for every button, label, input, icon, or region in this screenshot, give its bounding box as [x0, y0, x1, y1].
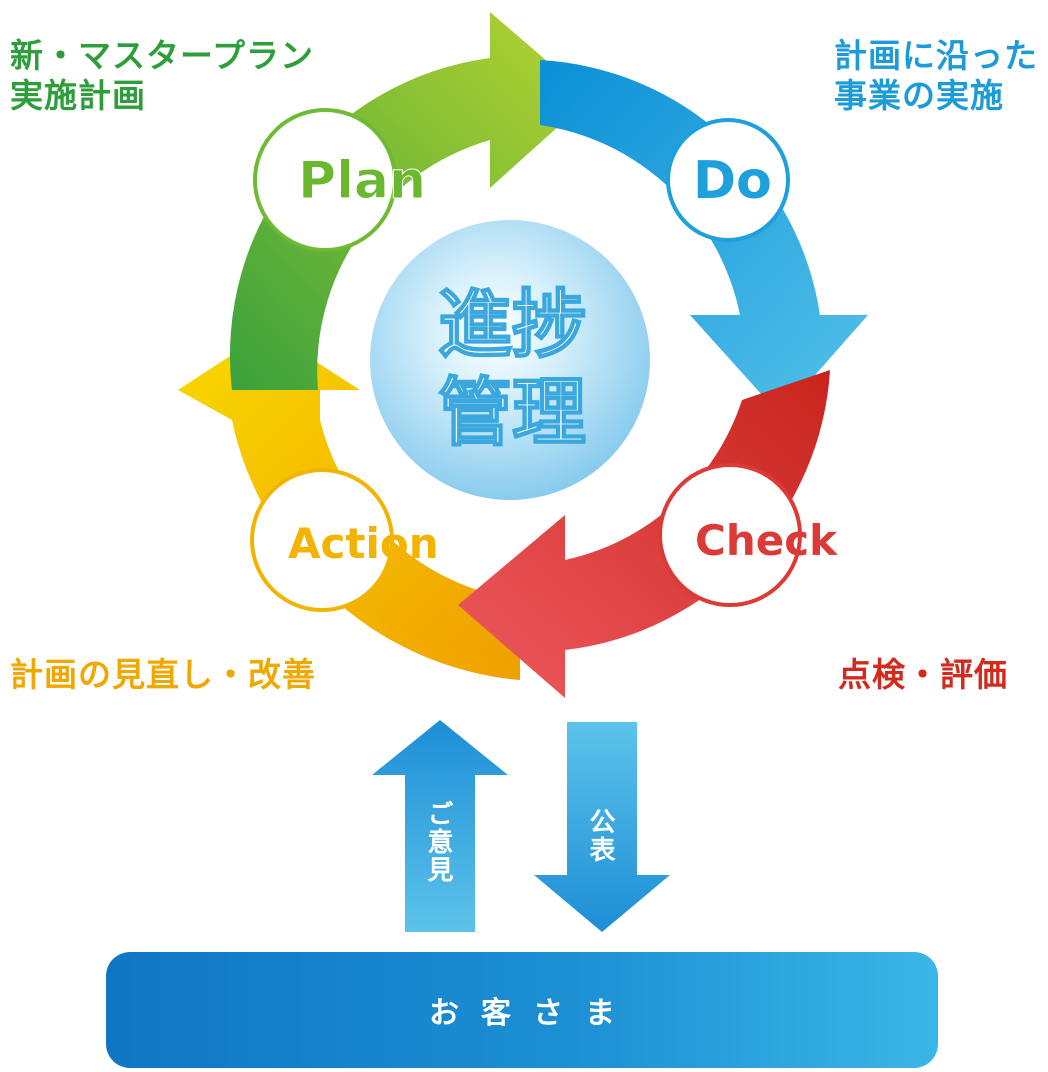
plan-description-line1: 新・マスタープラン — [10, 36, 315, 75]
plan-description-line2: 実施計画 — [10, 76, 146, 115]
center-title-line2: 管理 — [438, 370, 586, 456]
publish-label: 公表 — [585, 808, 615, 864]
do-badge — [666, 118, 790, 242]
action-label: Action — [288, 519, 439, 568]
action-description: 計画の見直し・改善 — [10, 655, 316, 695]
do-arrow — [540, 60, 868, 415]
do-description-line1: 計画に沿った — [834, 36, 1038, 75]
check-description-line1: 点検・評価 — [838, 655, 1008, 694]
opinion-label: ご意見 — [423, 800, 453, 884]
center-title-line1: 進捗 — [438, 282, 586, 368]
check-label: Check — [695, 516, 838, 565]
do-description: 計画に沿った 事業の実施 — [834, 36, 1038, 116]
publish-down-arrow — [534, 722, 670, 932]
do-description-line2: 事業の実施 — [834, 76, 1004, 115]
center-circle — [370, 220, 650, 500]
customer-label: お客さま — [429, 996, 637, 1031]
opinion-up-arrow — [372, 720, 508, 932]
plan-description: 新・マスタープラン 実施計画 — [10, 36, 314, 116]
plan-arrow — [229, 12, 591, 390]
action-description-line1: 計画の見直し・改善 — [10, 655, 316, 694]
customer-bar: お客さま — [106, 952, 938, 1068]
do-label: Do — [693, 151, 772, 211]
check-description: 点検・評価 — [838, 655, 1008, 695]
plan-badge — [253, 108, 397, 252]
plan-label: Plan — [298, 151, 426, 211]
check-badge — [658, 463, 802, 607]
check-arrow — [458, 370, 830, 698]
action-badge — [250, 468, 394, 612]
